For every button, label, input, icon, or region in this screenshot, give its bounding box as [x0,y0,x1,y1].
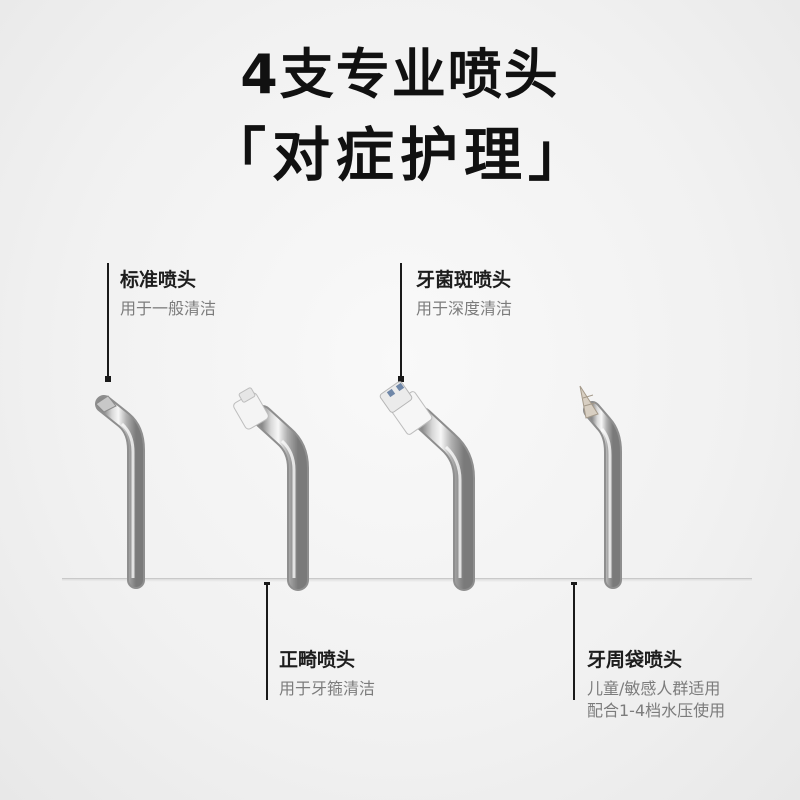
plaque-nozzle [379,381,475,591]
periodontal-nozzle [579,385,622,589]
orthodontic-nozzle [233,387,309,591]
leader-line [573,582,575,700]
label-orthodontic-nozzle: 正畸喷头 用于牙箍清洁 [279,648,375,700]
nozzle-desc: 用于牙箍清洁 [279,679,376,698]
nozzle-desc: 配合1-4档水压使用 [587,701,726,720]
nozzle-desc: 用于深度清洁 [416,299,513,318]
leader-dot [105,376,111,382]
nozzle-name: 牙周袋喷头 [587,649,683,671]
page-title: 4支专业喷头 [240,43,560,106]
page-subtitle: 「对症护理」 [207,121,592,189]
nozzle-name: 标准喷头 [120,269,197,291]
floor-line [62,578,752,579]
nozzle-name: 正畸喷头 [279,649,356,671]
label-periodontal-nozzle: 牙周袋喷头 儿童/敏感人群适用 配合1-4档水压使用 [587,648,725,722]
leader-line [400,263,402,379]
leader-dot [264,579,270,585]
leader-line [107,263,109,379]
leader-dot [398,376,404,382]
leader-dot [571,579,577,585]
leader-line [266,582,268,700]
label-standard-nozzle: 标准喷头 用于一般清洁 [120,268,216,320]
nozzle-desc: 用于一般清洁 [120,299,217,318]
nozzle-name: 牙菌斑喷头 [416,269,512,291]
label-plaque-nozzle: 牙菌斑喷头 用于深度清洁 [416,268,512,320]
floor-shadow [62,578,752,582]
standard-nozzle [95,395,145,589]
nozzle-desc: 儿童/敏感人群适用 [587,679,721,698]
